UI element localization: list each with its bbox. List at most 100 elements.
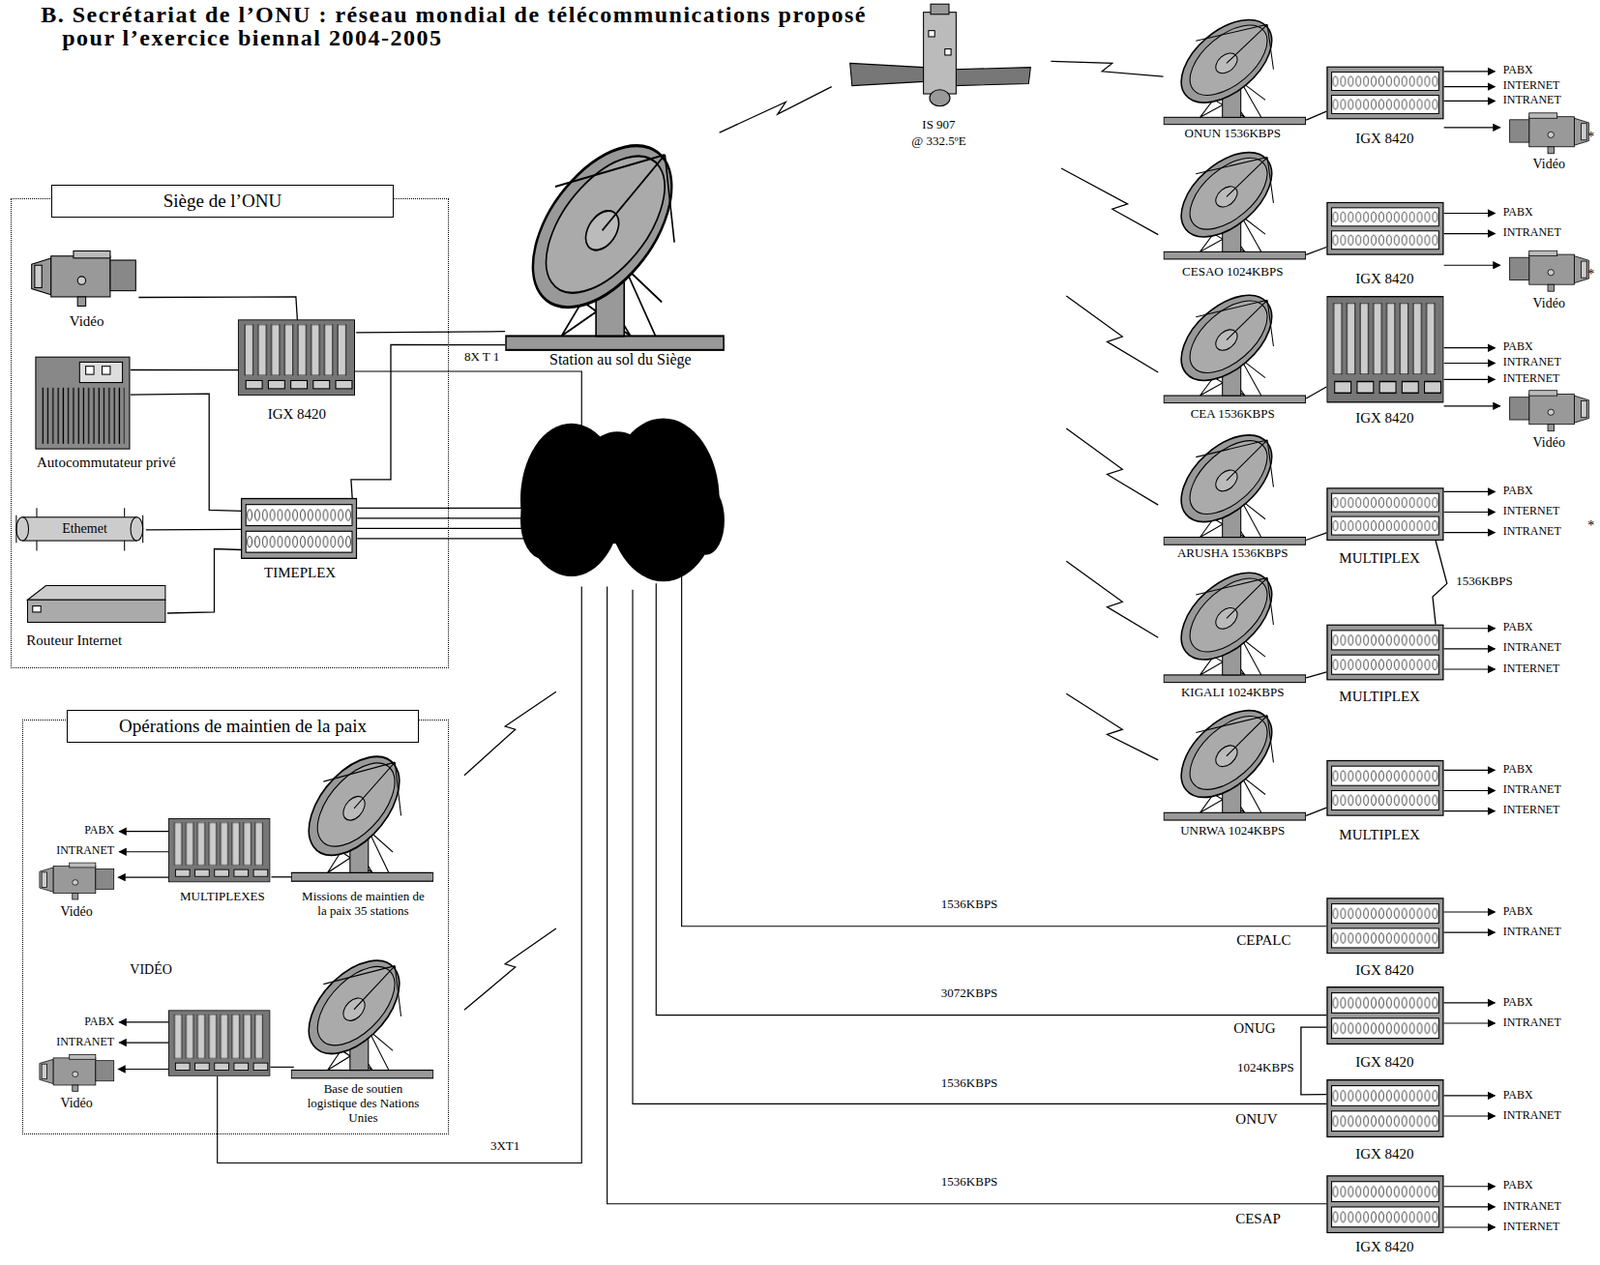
connector bbox=[167, 549, 242, 615]
output-arrow bbox=[1444, 627, 1496, 629]
multiplexer: MULTIPLEX bbox=[1326, 487, 1444, 541]
output-arrow bbox=[118, 1041, 169, 1043]
output-arrow bbox=[1444, 1002, 1496, 1004]
output-arrow bbox=[1444, 233, 1496, 235]
connector bbox=[130, 369, 239, 371]
igx-rack: IGX 8420 bbox=[238, 320, 356, 397]
label-text: INTRANET bbox=[1503, 1109, 1562, 1124]
label-text: CESAP bbox=[1235, 1211, 1281, 1228]
label-text: PABX bbox=[84, 1015, 115, 1030]
ground-station: Station au sol du Siège bbox=[504, 143, 725, 353]
label-text: Routeur Internet bbox=[26, 632, 122, 650]
label-text: IGX 8420 bbox=[1355, 1146, 1414, 1163]
output-arrow bbox=[118, 851, 169, 853]
label-text: Ethemet bbox=[61, 521, 108, 537]
ethernet-bus: Ethemet bbox=[16, 516, 147, 544]
edge-label: 1024KBPS bbox=[1235, 1061, 1297, 1076]
output-arrow bbox=[1444, 347, 1496, 349]
output-arrow bbox=[1444, 810, 1496, 812]
connector bbox=[1305, 672, 1327, 679]
connector bbox=[351, 345, 505, 500]
output-arrow bbox=[1444, 911, 1496, 913]
connector bbox=[1432, 540, 1448, 625]
label-text: 1536KBPS bbox=[941, 1175, 999, 1190]
label-text: 3XT1 bbox=[490, 1139, 520, 1155]
label-text: IS 907 bbox=[921, 118, 955, 133]
label-text: INTRANET bbox=[1503, 93, 1562, 108]
label-text: PABX bbox=[1503, 484, 1534, 499]
label-text: * bbox=[1587, 129, 1595, 146]
label-text: PABX bbox=[1503, 340, 1534, 355]
label-text: PABX bbox=[1503, 621, 1534, 635]
output-arrow bbox=[1444, 379, 1496, 381]
connector bbox=[1301, 1027, 1327, 1096]
output-arrow bbox=[1444, 648, 1496, 650]
earth-station: CEA 1536KBPS bbox=[1163, 294, 1307, 405]
label-text: Base de soutien logistique des Nations U… bbox=[301, 1082, 425, 1126]
label-text: CEA 1536KBPS bbox=[1190, 407, 1275, 422]
camera: Vidéo bbox=[31, 250, 140, 309]
output-arrow bbox=[1444, 212, 1496, 214]
connector bbox=[1305, 807, 1327, 816]
output-arrow bbox=[1444, 668, 1496, 670]
output-arrow bbox=[1444, 532, 1496, 534]
label-text: CESAO 1024KBPS bbox=[1182, 265, 1283, 280]
igx-mux: ONUGIGX 8420 bbox=[1326, 986, 1444, 1045]
connector bbox=[146, 529, 242, 532]
timeplex-mux: TIMEPLEX bbox=[241, 499, 358, 561]
label-text: 8X T 1 bbox=[464, 350, 500, 365]
label-text: IGX 8420 bbox=[1355, 410, 1414, 427]
label-text: INTRANET bbox=[1503, 783, 1562, 798]
connector bbox=[271, 876, 293, 878]
label-text: IGX 8420 bbox=[1355, 1054, 1414, 1071]
region-heading: Opérations de maintien de la paix bbox=[66, 710, 419, 743]
region: Opérations de maintien de la paixMULTIPL… bbox=[22, 719, 449, 1135]
label-text: PABX bbox=[1503, 1089, 1534, 1103]
multiplexer-rack: MULTIPLEXES bbox=[169, 819, 271, 884]
label-text: TIMEPLEX bbox=[264, 564, 336, 582]
connector bbox=[1305, 386, 1327, 399]
label-text: VIDÉO bbox=[129, 962, 173, 978]
region-heading: Siège de l’ONU bbox=[51, 184, 393, 218]
label-text: INTRANET bbox=[1503, 1016, 1562, 1031]
connector bbox=[138, 296, 297, 321]
earth-station: UNRWA 1024KBPS bbox=[1163, 709, 1307, 822]
output-arrow bbox=[1444, 86, 1496, 88]
label-text: 1536KBPS bbox=[941, 1076, 999, 1092]
igx-mux: CEPALCIGX 8420 bbox=[1326, 897, 1444, 954]
output-arrow bbox=[1444, 1095, 1496, 1097]
label-text: * bbox=[1587, 266, 1595, 283]
earth-station: ONUN 1536KBPS bbox=[1163, 18, 1307, 126]
igx-mux: ONUVIGX 8420 bbox=[1326, 1079, 1444, 1138]
label-text: INTRANET bbox=[1503, 641, 1562, 655]
output-arrow bbox=[1444, 511, 1496, 513]
label-text: INTRANET bbox=[1503, 925, 1562, 940]
label-text: IGX 8420 bbox=[1355, 1239, 1414, 1256]
label-text: PABX bbox=[1503, 63, 1534, 78]
label-text: * bbox=[1587, 518, 1595, 534]
connector bbox=[130, 393, 242, 511]
label-text: Missions de maintien de la paix 35 stati… bbox=[299, 889, 428, 919]
label-text: KIGALI 1024KBPS bbox=[1181, 685, 1285, 701]
output-arrow bbox=[1444, 932, 1496, 934]
output-arrow bbox=[1444, 265, 1501, 267]
label-text: INTRANET bbox=[1503, 355, 1562, 370]
label-text: MULTIPLEXES bbox=[179, 889, 266, 905]
connector bbox=[1305, 247, 1327, 256]
label-text: INTRANET bbox=[56, 1036, 115, 1050]
label-text: 1536KBPS bbox=[941, 897, 999, 913]
internet-router: Routeur Internet bbox=[26, 584, 168, 627]
label-text: Vidéo bbox=[1533, 296, 1566, 312]
label-text: @ 332.5ºE bbox=[911, 134, 966, 149]
diagram-title: B. Secrétariat de l’ONU : réseau mondial… bbox=[40, 2, 914, 50]
igx-mux: IGX 8420 bbox=[1326, 202, 1444, 256]
region: Siège de l’ONUVidéoIGX 8420Autocommutate… bbox=[10, 198, 450, 669]
connector bbox=[355, 331, 505, 333]
label-text: Vidéo bbox=[59, 904, 92, 920]
label-text: PABX bbox=[84, 824, 115, 838]
label-text: INTERNET bbox=[1503, 504, 1561, 519]
label-text: UNRWA 1024KBPS bbox=[1180, 824, 1285, 839]
label-text: INTRANET bbox=[1503, 226, 1562, 240]
output-arrow bbox=[1444, 100, 1496, 102]
